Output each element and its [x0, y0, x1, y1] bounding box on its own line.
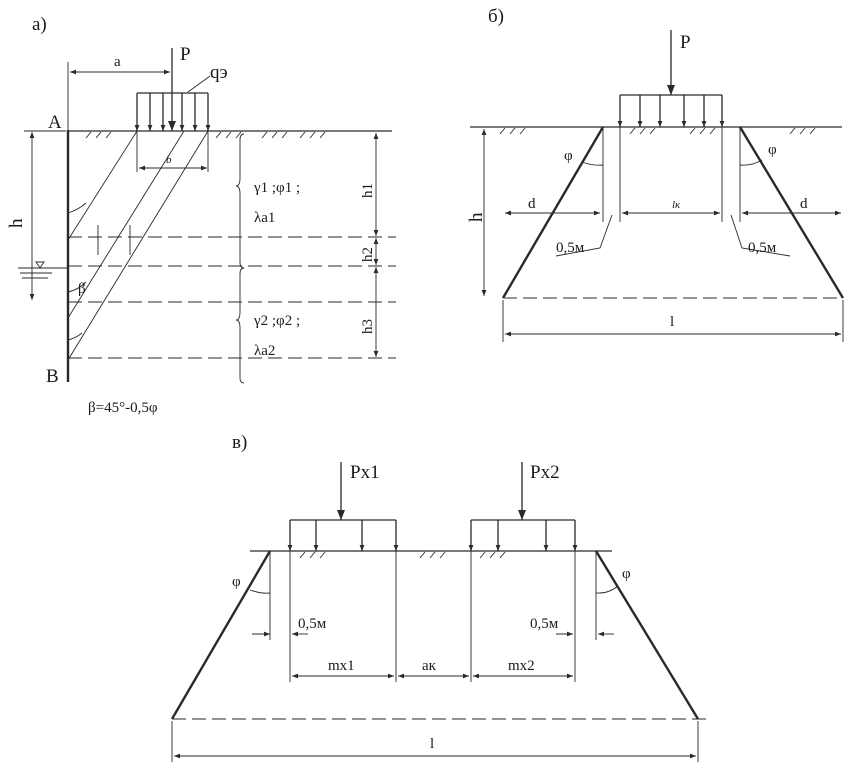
dim-h1-label: h1: [360, 183, 376, 198]
dim-mx2-label: mx2: [508, 658, 535, 674]
offset-left-leader-b: [555, 214, 613, 257]
slope-left-v: [170, 550, 272, 720]
offset-right-leader-b: [730, 214, 791, 257]
dim-h-label: h: [6, 218, 27, 228]
dim-d-right-label: d: [800, 196, 808, 212]
slope-right-b: [738, 126, 845, 299]
angle-beta-label: β: [78, 281, 86, 297]
offset-left-label-b: 0,5м: [556, 240, 585, 256]
ground-hatching: [85, 131, 326, 139]
layer1-lambda: λa1: [254, 210, 275, 226]
layer1-brace: [235, 133, 245, 269]
angle-phi-right-v: φ: [622, 566, 631, 582]
offset-left-label-v: 0,5м: [298, 616, 327, 632]
dim-l-label-b: l: [670, 314, 674, 330]
ground-hatching-v: [299, 551, 506, 559]
panel-b-caption: б): [488, 6, 504, 27]
dim-h-label-b: h: [466, 212, 487, 222]
distributed-load-v2: [468, 519, 578, 551]
layer2-params: γ2 ;φ2 ;: [253, 313, 300, 329]
point-b-label: B: [46, 366, 59, 387]
angle-phi-right-b: φ: [768, 142, 777, 158]
dim-a-label: a: [114, 54, 121, 70]
ground-hatching-b: [499, 127, 816, 135]
panel-a-caption: а): [32, 14, 47, 35]
dim-lk-label: lк: [672, 199, 681, 211]
dim-b-label: b: [166, 154, 172, 166]
sliding-prism-lines: [67, 130, 209, 361]
dim-ak-label: aк: [422, 658, 437, 674]
vertical-guides-v: [249, 551, 619, 682]
water-table-symbol: [18, 261, 68, 279]
dim-mx1-label: mx1: [328, 658, 355, 674]
force-p-label-b: P: [680, 32, 691, 53]
vertical-guides-b: [581, 127, 763, 222]
dim-d-left-label: d: [528, 196, 536, 212]
panel-b: б) P φ φ: [466, 6, 845, 342]
angle-phi-left-b: φ: [564, 148, 573, 164]
layer-boundaries: [68, 236, 396, 359]
dim-h2-label: h2: [360, 247, 376, 262]
offset-right-label-b: 0,5м: [748, 240, 777, 256]
angle-phi-left-v: φ: [232, 574, 241, 590]
offset-right-label-v: 0,5м: [530, 616, 559, 632]
force-px2-label: Px2: [530, 462, 560, 483]
load-leader: [187, 75, 211, 93]
distributed-load-b: [617, 94, 725, 127]
layer2-brace: [235, 267, 245, 384]
panel-a: а) A B P qэ a b: [6, 14, 396, 416]
force-p-label: P: [180, 44, 191, 65]
panel-v-caption: в): [232, 432, 247, 453]
dim-h3-label: h3: [360, 319, 376, 334]
slope-right-v: [594, 550, 700, 720]
layer1-params: γ1 ;φ1 ;: [253, 180, 300, 196]
distributed-load-v1: [287, 519, 399, 551]
dim-l-label-v: l: [430, 736, 434, 752]
load-q-label: qэ: [210, 62, 228, 83]
layer2-lambda: λa2: [254, 343, 275, 359]
force-px1-label: Px1: [350, 462, 380, 483]
beta-formula: β=45°-0,5φ: [88, 400, 158, 416]
slope-left-b: [501, 126, 605, 299]
panel-v: в) Px1 Px2: [170, 432, 712, 762]
point-a-label: A: [48, 112, 62, 133]
